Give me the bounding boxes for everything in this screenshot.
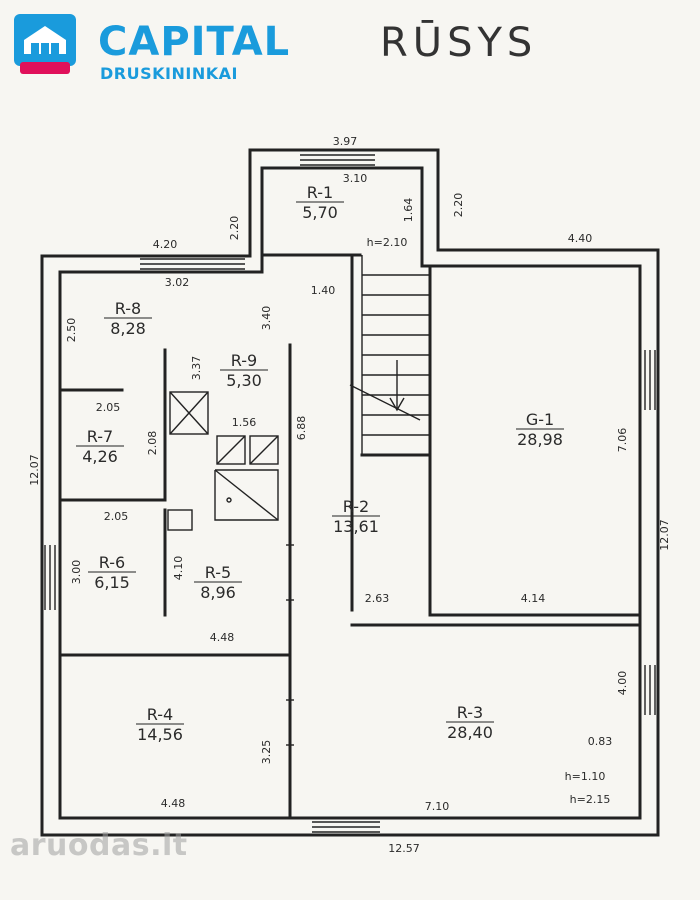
dimension-label: 3.00 — [70, 560, 83, 585]
door-r5-r2 — [286, 544, 294, 601]
dimension-label: 4.00 — [616, 671, 629, 696]
room-area-label: 4,26 — [82, 447, 118, 466]
exterior-wall — [40, 148, 660, 837]
dimension-label: 1.64 — [402, 198, 415, 223]
dimension-label: 2.63 — [365, 592, 390, 605]
room-area-label: 28,40 — [447, 723, 493, 742]
window-g1 — [644, 350, 656, 410]
room-name-label: R-4 — [147, 705, 173, 724]
tank-fixture-2 — [249, 435, 279, 465]
dimension-label: 2.08 — [146, 431, 159, 456]
dimension-label: 4.48 — [161, 797, 186, 810]
room-name-label: R-8 — [115, 299, 141, 318]
exterior-wall-inner — [58, 166, 642, 820]
room-area-label: 28,98 — [517, 430, 563, 449]
dimension-label: 2.50 — [65, 318, 78, 343]
room-name-label: R-1 — [307, 183, 333, 202]
dimension-label: 12.07 — [28, 454, 41, 486]
room-area-label: 5,30 — [226, 371, 262, 390]
dimension-label: h=2.10 — [367, 236, 408, 249]
dimension-label: 1.40 — [311, 284, 336, 297]
window-r1 — [300, 154, 375, 166]
room-area-label: 13,61 — [333, 517, 379, 536]
room-name-label: R-2 — [343, 497, 369, 516]
dimension-label: 7.10 — [425, 800, 450, 813]
window-r3-right — [644, 665, 656, 715]
dimension-label: 3.37 — [190, 356, 203, 381]
dimension-label: 1.56 — [232, 416, 257, 429]
room-name-label: R-9 — [231, 351, 257, 370]
room-area-label: 8,28 — [110, 319, 146, 338]
dimension-label: 3.25 — [260, 740, 273, 765]
dimension-label: 3.97 — [333, 135, 358, 148]
floor-title: RŪSYS — [380, 20, 538, 66]
windows — [44, 154, 656, 833]
dimension-label: 3.02 — [165, 276, 190, 289]
room-name-label: R-5 — [205, 563, 231, 582]
staircase — [349, 255, 430, 455]
dimension-label: 0.83 — [588, 735, 613, 748]
dimension-labels: 3.97 3.10 2.20 2.20 1.64 h=2.10 4.20 3.02 1.40 4.… — [28, 135, 671, 855]
room-labels: R-15,70R-88,28R-95,30R-74,26G-128,98R-21… — [76, 183, 564, 744]
dimension-label: 2.20 — [228, 216, 241, 241]
room-name-label: R-3 — [457, 703, 483, 722]
dimension-label: h=1.10 — [565, 770, 606, 783]
dimension-label: 6.88 — [295, 416, 308, 441]
room-name-label: R-6 — [99, 553, 125, 572]
dimension-label: 2.20 — [452, 193, 465, 218]
door-r4-r3 — [286, 699, 294, 746]
dimension-label: 7.06 — [616, 428, 629, 453]
boiler-fixture — [169, 391, 209, 435]
capital-logo: CAPITAL DRUSKININKAI — [14, 14, 314, 84]
room-name-label: R-7 — [87, 427, 113, 446]
dimension-label: 3.10 — [343, 172, 368, 185]
room-name-label: G-1 — [526, 410, 554, 429]
dimension-label: 12.07 — [658, 519, 671, 551]
dimension-label: 3.40 — [260, 306, 273, 331]
dimension-label: 4.14 — [521, 592, 546, 605]
dimension-label: h=2.15 — [570, 793, 611, 806]
room-area-label: 5,70 — [302, 203, 338, 222]
window-r8 — [140, 258, 245, 270]
brand-subtitle: DRUSKININKAI — [100, 64, 238, 83]
tank-fixture-1 — [216, 435, 246, 465]
room-area-label: 14,56 — [137, 725, 183, 744]
dimension-label: 2.05 — [104, 510, 129, 523]
walls — [40, 148, 660, 837]
brand-name: CAPITAL — [98, 19, 291, 65]
fixtures — [167, 391, 279, 531]
dimension-label: 4.40 — [568, 232, 593, 245]
house-logo-icon — [14, 14, 76, 74]
room-area-label: 8,96 — [200, 583, 236, 602]
room-area-label: 6,15 — [94, 573, 130, 592]
dimension-label: 2.05 — [96, 401, 121, 414]
cabinet-fixture — [167, 509, 193, 531]
dimension-label: 4.10 — [172, 556, 185, 581]
window-r3-bottom — [312, 821, 380, 833]
dimension-label: 12.57 — [388, 842, 420, 855]
watermark: aruodas.lt — [10, 828, 188, 863]
dimension-label: 4.20 — [153, 238, 178, 251]
window-r6 — [44, 545, 56, 610]
dimension-label: 4.48 — [210, 631, 235, 644]
